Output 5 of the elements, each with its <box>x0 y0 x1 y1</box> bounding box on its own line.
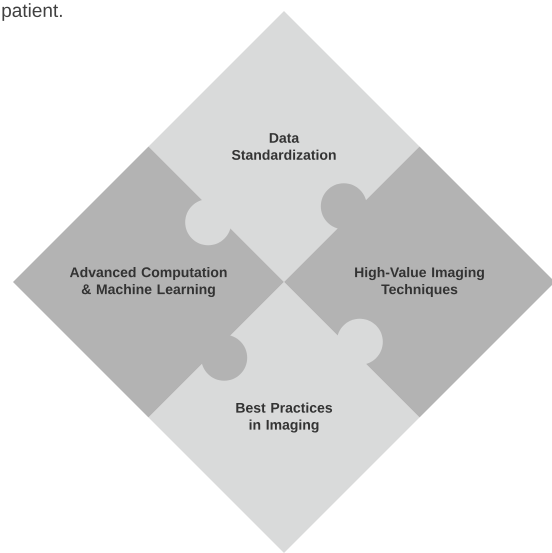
piece-label: Advanced Computation & Machine Learning <box>70 266 227 298</box>
caption-text: patient. <box>2 3 62 21</box>
piece-label: High-Value Imaging Techniques <box>355 266 484 298</box>
piece-label: Data Standardization <box>232 133 336 160</box>
piece-label: Best Practices in Imaging <box>236 402 332 433</box>
